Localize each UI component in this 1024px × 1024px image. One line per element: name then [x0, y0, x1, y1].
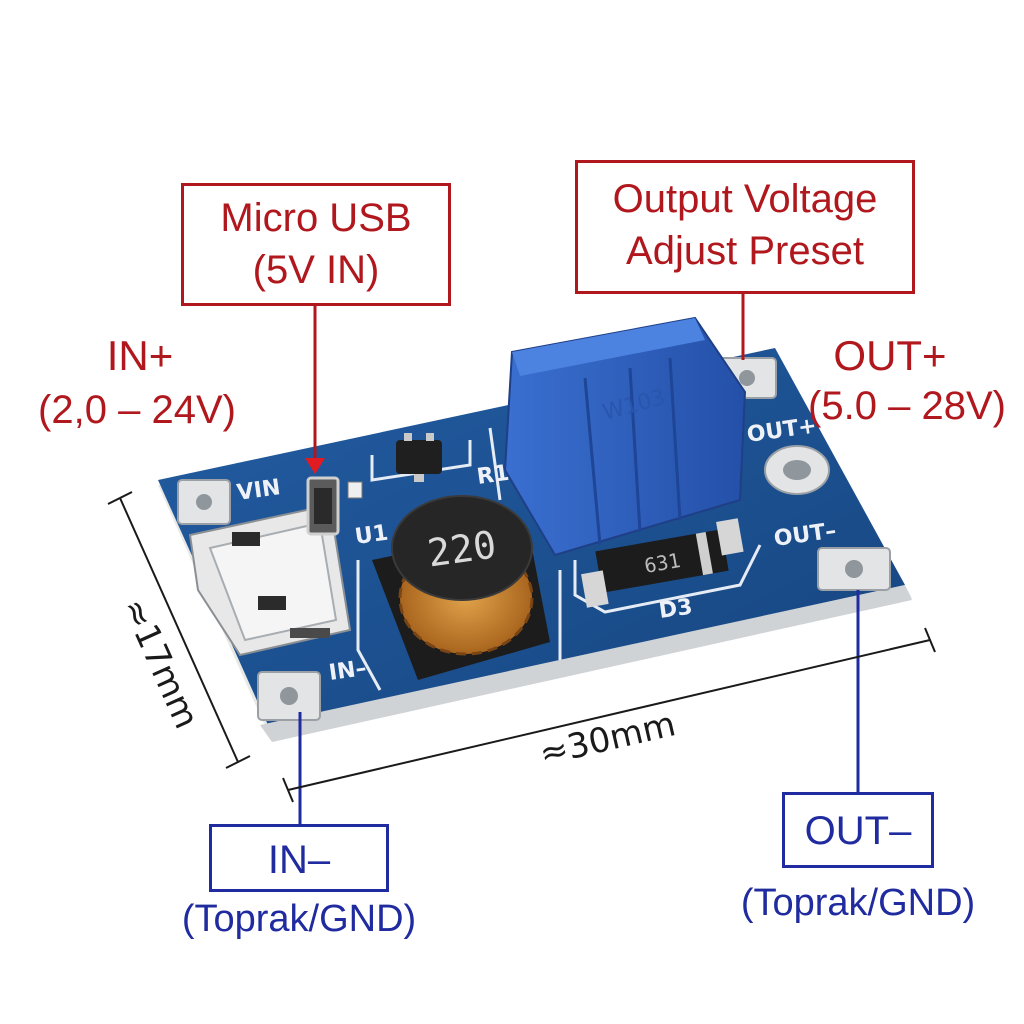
height-tick-bottom [225, 755, 251, 769]
out-plus-range: (5.0 – 28V) [808, 384, 1006, 428]
output-adjust-callout: Output Voltage Adjust Preset [575, 160, 915, 294]
micro-usb-callout-title: Micro USB [220, 196, 412, 240]
out-minus-note: (Toprak/GND) [740, 882, 976, 924]
inductor: 220 [372, 495, 550, 680]
output-adjust-callout-line1: Output Voltage [612, 177, 878, 221]
silkscreen-outlines [356, 427, 762, 691]
pcb-side [260, 585, 912, 742]
width-tick-right [924, 627, 936, 653]
smd-resistor [306, 476, 340, 536]
silk-r1: R1 [475, 461, 510, 490]
in-plus-title: IN+ [106, 332, 174, 379]
dimension-lines [107, 491, 936, 803]
pad-in-minus [257, 671, 321, 721]
in-minus-callout: IN– [209, 824, 389, 892]
width-tick-left [282, 777, 294, 803]
micro-usb-callout-subtitle: (5V IN) [252, 248, 380, 292]
in-plus-range: (2,0 – 24V) [38, 388, 236, 432]
height-tick-top [107, 491, 133, 505]
silk-d3: D3 [657, 595, 694, 624]
output-adjust-callout-line2: Adjust Preset [626, 229, 864, 273]
micro-usb-connector [188, 503, 352, 657]
usb-leader-arrow [305, 458, 325, 474]
solder-pads [177, 357, 891, 721]
leader-lines [298, 293, 860, 825]
out-minus-callout: OUT– [782, 792, 934, 868]
smd-led [347, 481, 363, 499]
in-minus-callout-title: IN– [267, 838, 331, 882]
pad-out-minus [817, 547, 891, 591]
in-minus-note: (Toprak/GND) [181, 898, 417, 940]
silk-in-minus: IN– [327, 656, 368, 686]
out-minus-callout-title: OUT– [804, 809, 912, 853]
silkscreen-labels: VIN OUT+ OUT– IN– R1 U1 D3 [235, 413, 837, 686]
smd-chip-u1 [396, 433, 442, 482]
diode-d3: 631 [581, 518, 744, 608]
width-dimension-line [287, 639, 931, 791]
height-dimension-label: ≈17mm [114, 592, 207, 734]
height-dimension-line [119, 497, 239, 763]
pad-vin [177, 479, 231, 525]
micro-usb-callout: Micro USB (5V IN) [181, 183, 451, 306]
silk-vin: VIN [235, 475, 282, 506]
potentiometer: W103 [503, 316, 747, 557]
inductor-marking: 220 [425, 522, 499, 575]
mounting-hole [764, 445, 830, 495]
out-plus-title: OUT+ [833, 332, 947, 379]
silk-u1: U1 [353, 521, 389, 550]
